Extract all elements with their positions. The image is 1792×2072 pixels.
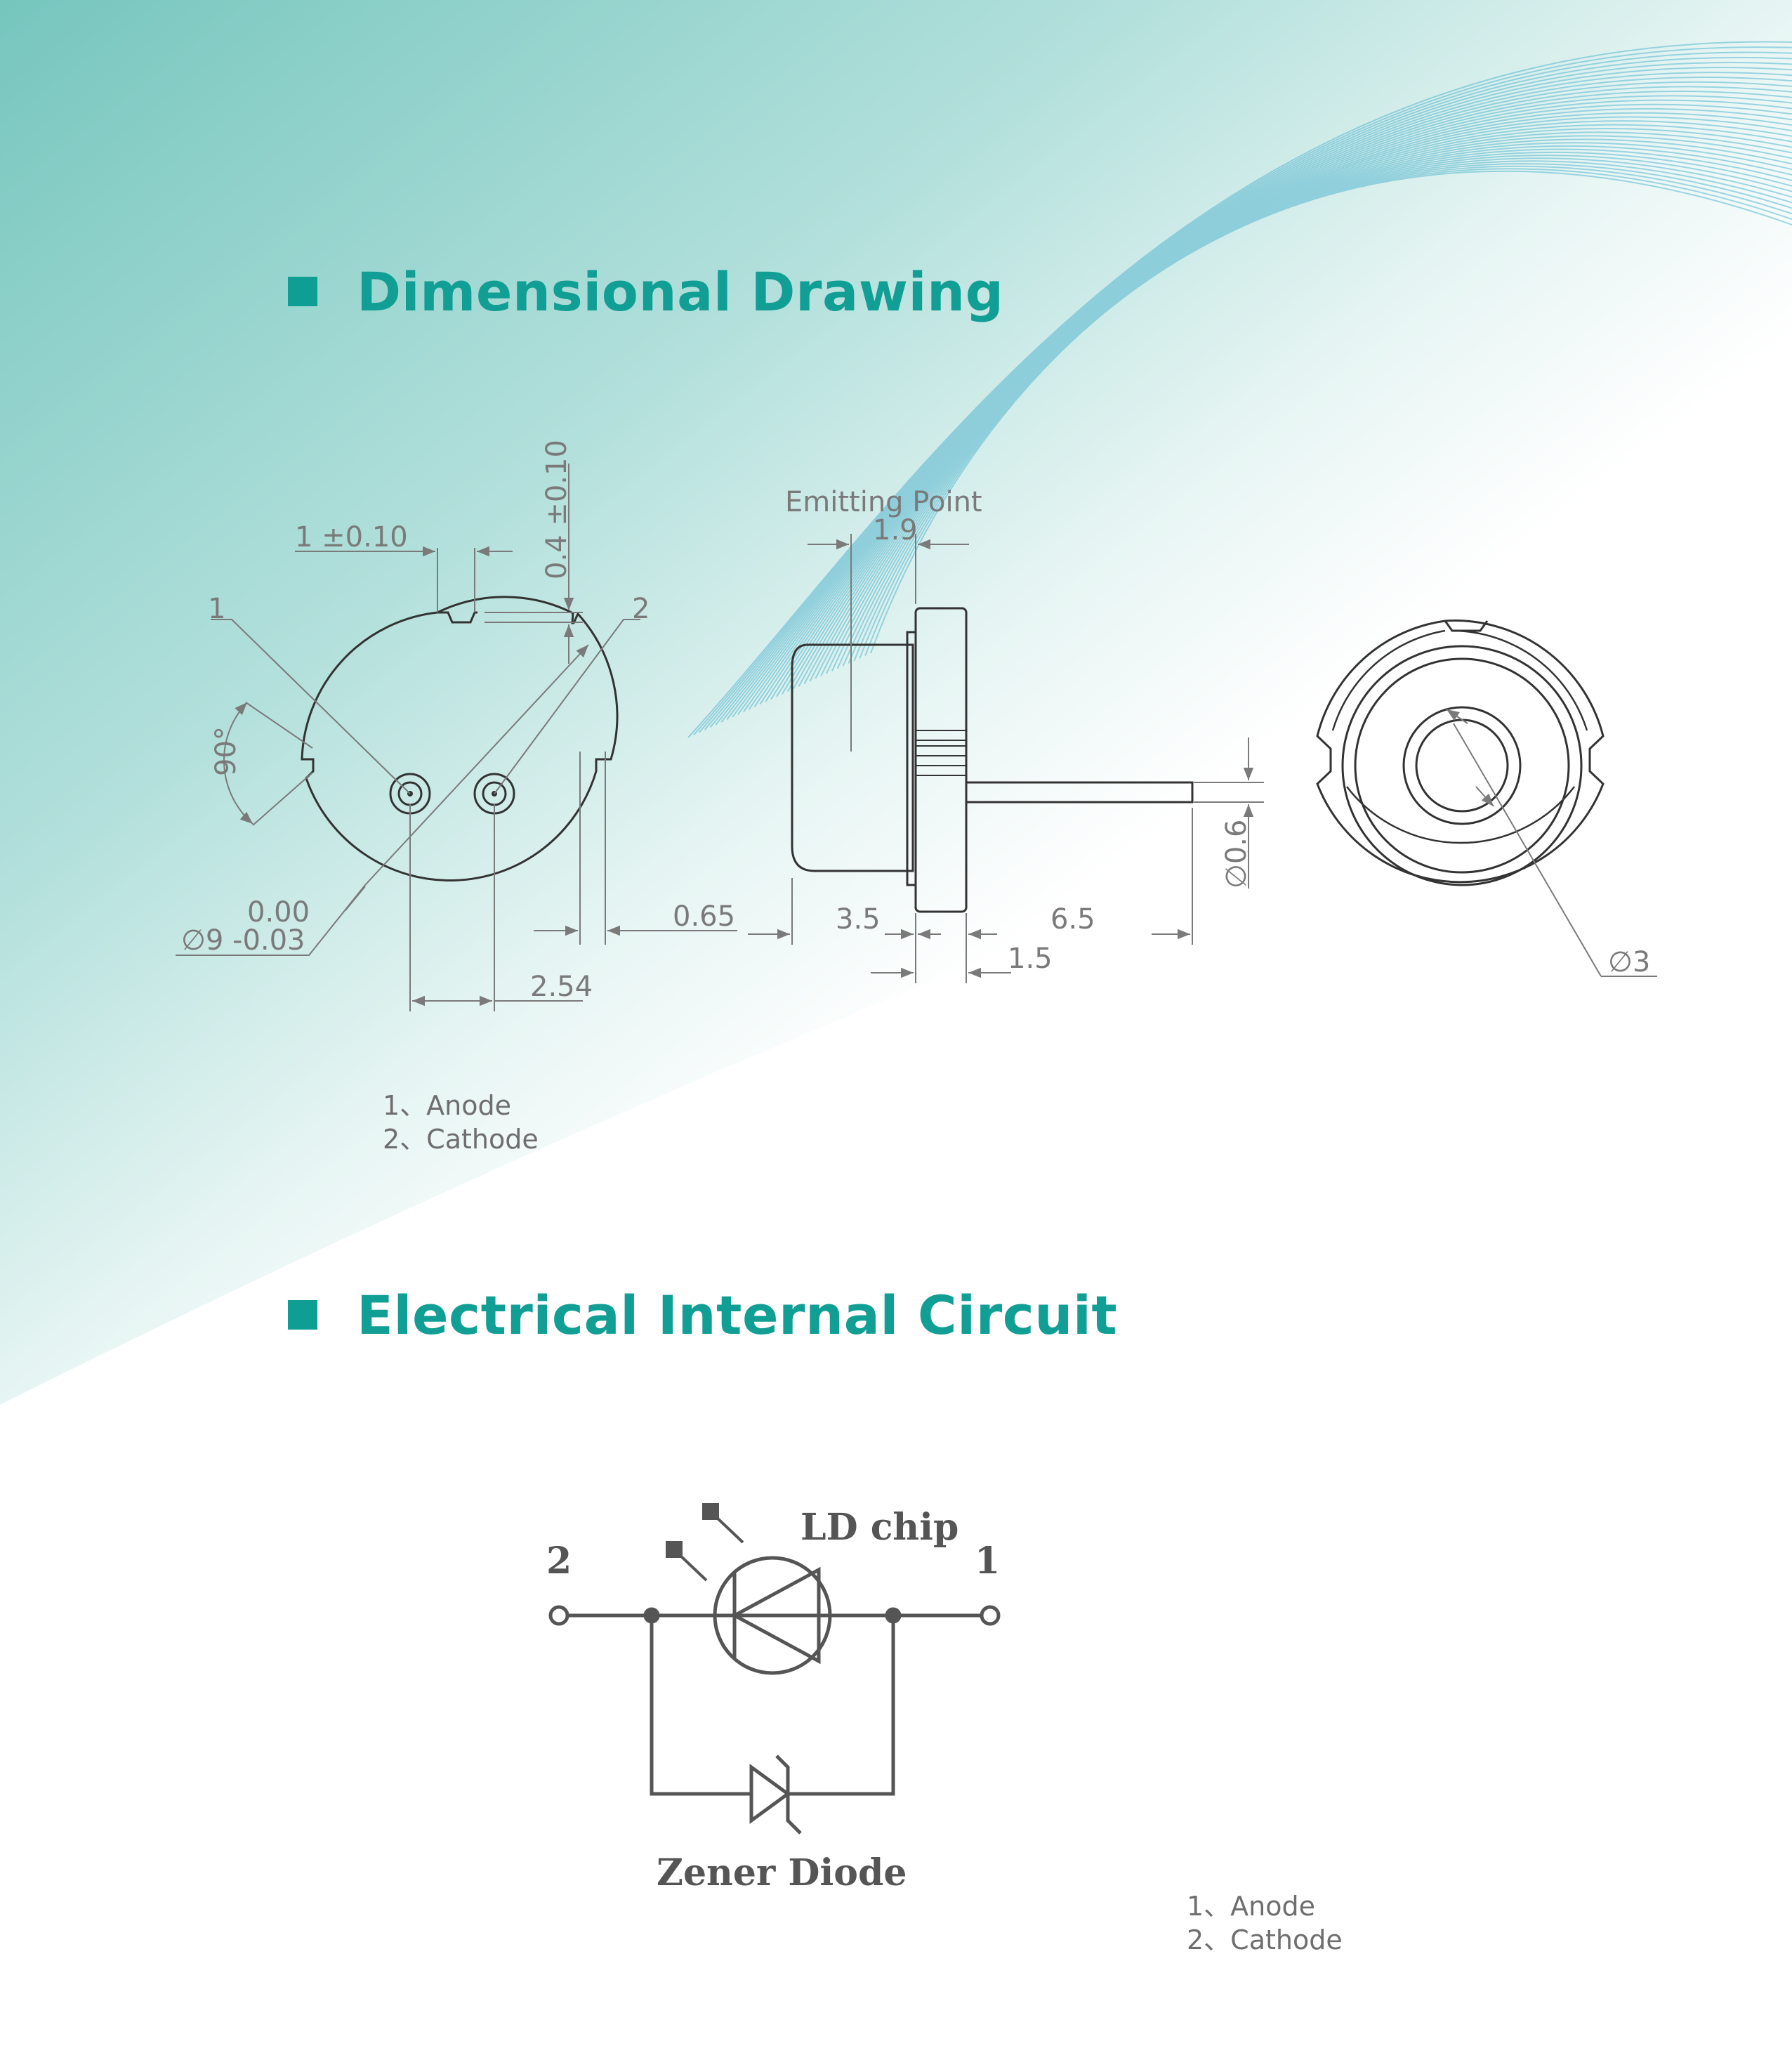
diameter-label: ∅9 -0.03 xyxy=(181,924,305,957)
legend-anode: 1、Anode xyxy=(1187,1891,1316,1922)
section-heading-dimensional: Dimensional Drawing xyxy=(288,256,1004,327)
wave-line xyxy=(709,62,1792,728)
wave-line xyxy=(687,41,1792,738)
wave-line xyxy=(715,67,1792,726)
notch xyxy=(437,611,477,624)
front-view: 1 2 1 ±0.10 0.4 ±0.10 90° 0.00 ∅9 -0.03 … xyxy=(176,440,737,1011)
pin2-label: 2 xyxy=(632,593,650,625)
pin1-label: 1 xyxy=(208,593,225,625)
ld-chip-label: LD chip xyxy=(801,1506,958,1549)
legend-anode: 1、Anode xyxy=(383,1090,512,1121)
section-title: Electrical Internal Circuit xyxy=(357,1283,1118,1346)
terminal-2-label: 2 xyxy=(546,1540,572,1582)
angle-label: 90° xyxy=(210,726,242,776)
wave-line xyxy=(870,170,1792,654)
pin1-leader xyxy=(211,619,411,794)
section-heading-circuit: Electrical Internal Circuit xyxy=(288,1280,1117,1350)
zener-diode-label: Zener Diode xyxy=(657,1851,907,1894)
wave-line xyxy=(704,56,1792,730)
terminal-2 xyxy=(548,1605,569,1626)
notch-width-label: 1 ±0.10 xyxy=(295,521,408,553)
edge-offset-label: 0.65 xyxy=(673,900,735,933)
ld-chip-symbol xyxy=(713,1556,832,1675)
decorative-wave-lines xyxy=(687,41,1792,738)
rear-view: ∅3 xyxy=(1316,619,1657,978)
package-outline xyxy=(301,596,619,882)
pin-pitch-label: 2.54 xyxy=(530,971,593,1003)
pin2-leader xyxy=(494,619,640,794)
side-view: Emitting Point 1.9 3.5 6.5 1.5 ∅0.6 xyxy=(748,486,1264,983)
wave-line xyxy=(693,46,1792,736)
wave-line xyxy=(699,51,1792,733)
wave-line xyxy=(726,77,1792,721)
terminal-1-label: 1 xyxy=(975,1540,1000,1582)
emit-offset-label: 1.9 xyxy=(873,514,918,546)
pin-legend-bottom: 1、Anode 2、Cathode xyxy=(1187,1889,1343,1957)
notch-depth-label: 0.4 ±0.10 xyxy=(541,440,573,579)
circuit-diagram xyxy=(548,1503,1001,1835)
cap-step xyxy=(906,631,917,886)
legend-cathode: 2、Cathode xyxy=(383,1124,539,1155)
section-title: Dimensional Drawing xyxy=(357,260,1004,323)
emitting-point-label: Emitting Point xyxy=(785,486,982,518)
flange xyxy=(914,607,968,913)
wave-line xyxy=(720,72,1792,723)
rear-outline xyxy=(1316,619,1605,884)
terminal-1 xyxy=(980,1605,1001,1626)
zener-diode-symbol xyxy=(749,1755,802,1835)
flange-label: 1.5 xyxy=(1008,943,1053,975)
light-emission-icon xyxy=(666,1503,744,1582)
pin-legend-top: 1、Anode 2、Cathode xyxy=(383,1089,539,1156)
diameter-tol-label: 0.00 xyxy=(247,896,310,929)
cap-body xyxy=(791,643,914,872)
lead-dia-label: ∅0.6 xyxy=(1220,820,1253,889)
heading-bullet-icon xyxy=(288,277,317,306)
legend-cathode: 2、Cathode xyxy=(1187,1925,1343,1955)
heading-bullet-icon xyxy=(288,1300,317,1330)
lead xyxy=(965,781,1194,804)
lead-length-label: 6.5 xyxy=(1050,903,1095,936)
cap-length-label: 3.5 xyxy=(836,903,881,936)
bore-dia-label: ∅3 xyxy=(1608,946,1650,978)
